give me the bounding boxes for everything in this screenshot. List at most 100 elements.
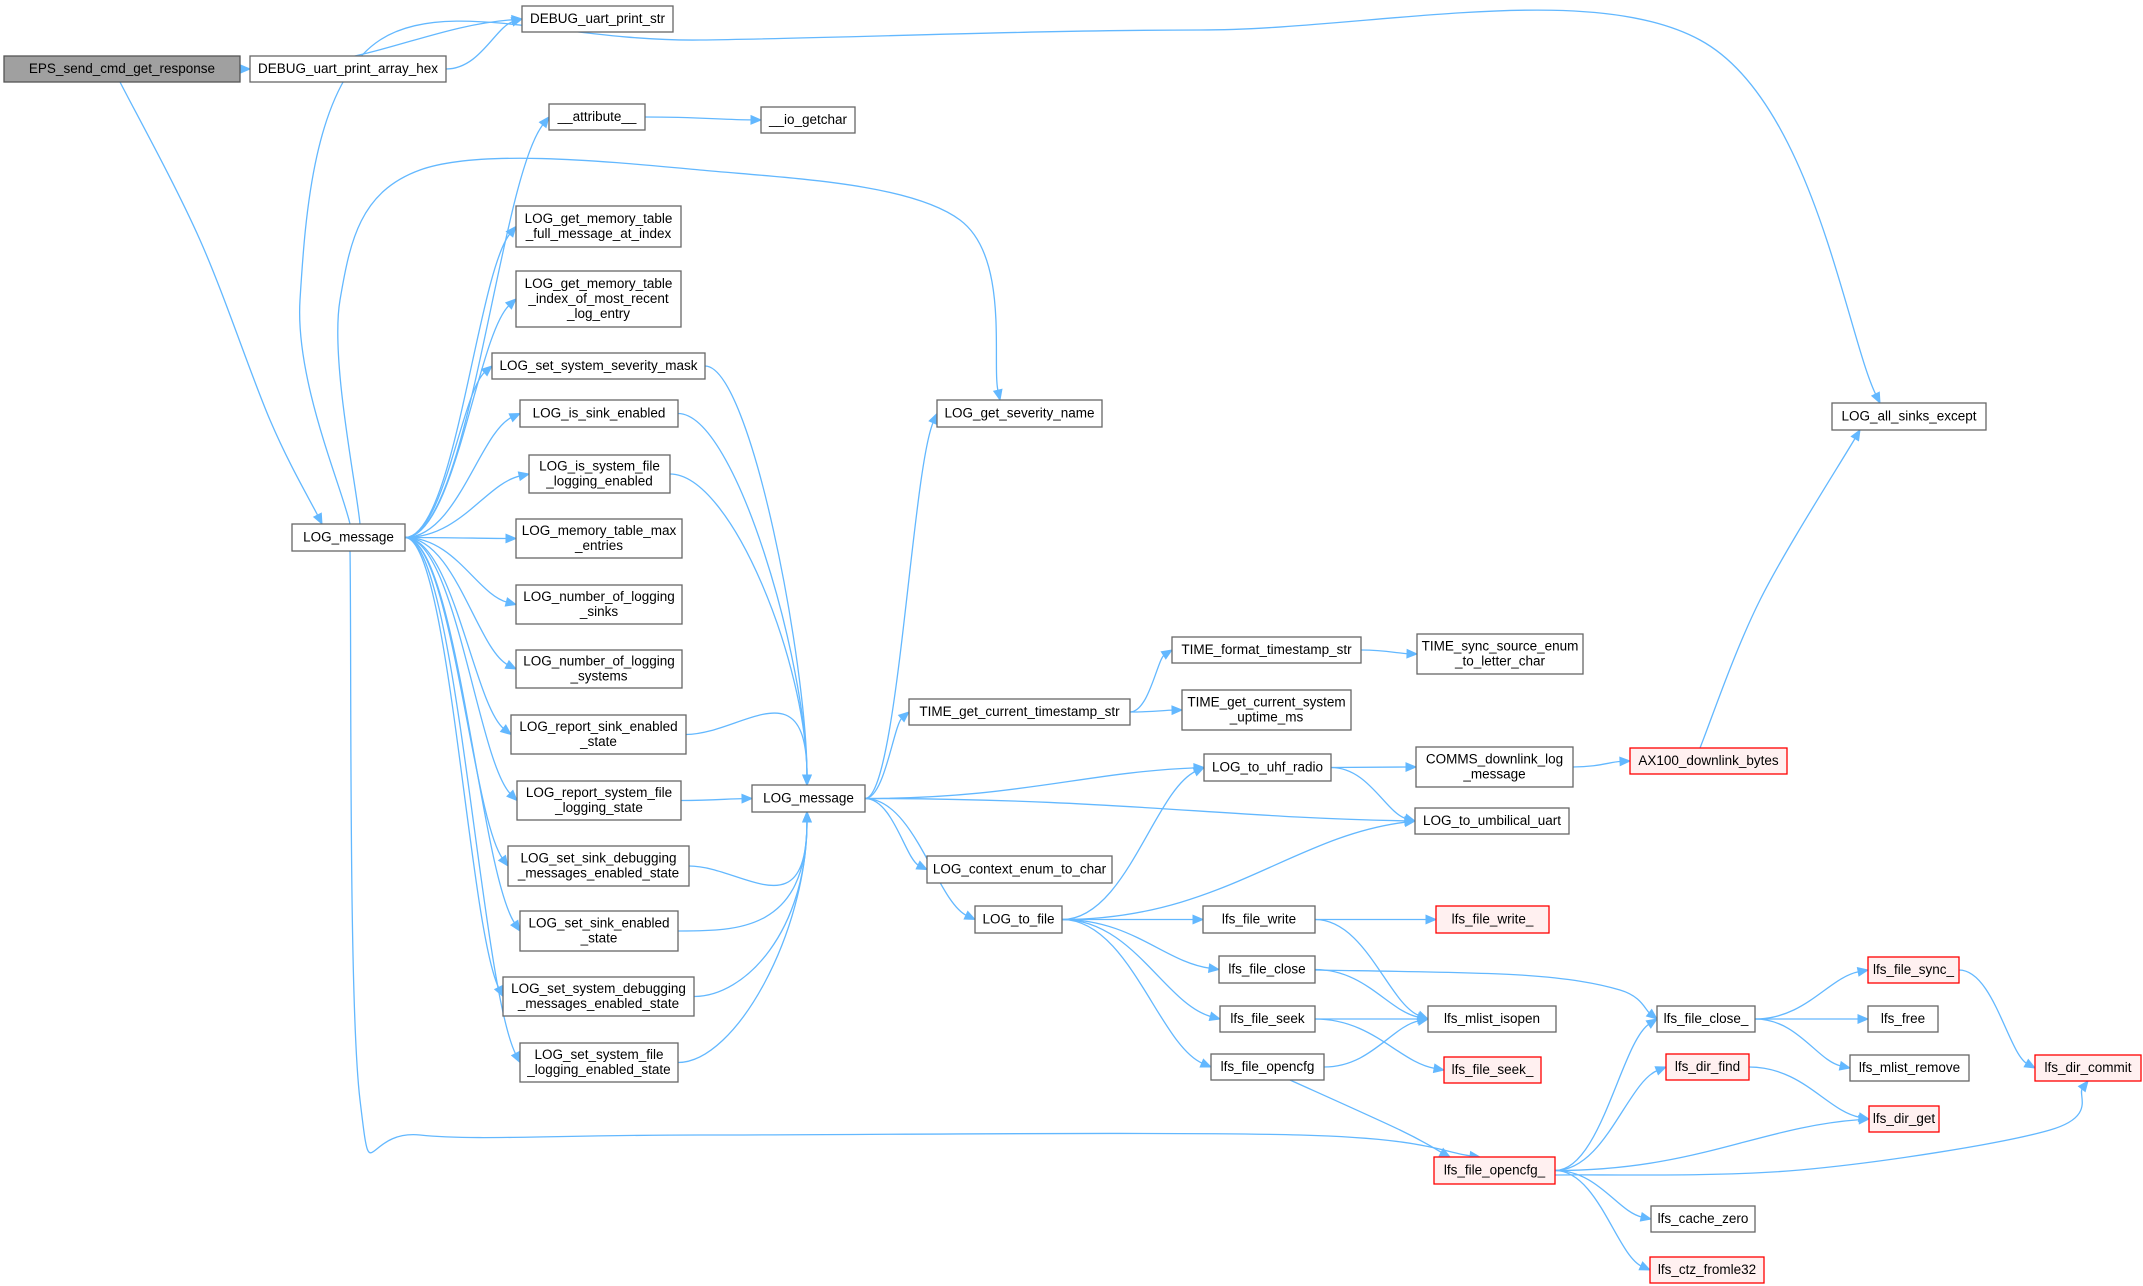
node-box[interactable] [1867,1005,1939,1033]
node-box[interactable] [1203,753,1332,782]
node-num-sinks[interactable]: LOG_number_of_logging_sinks [515,584,683,625]
node-czero[interactable]: lfs_cache_zero [1650,1205,1756,1233]
node-set-sink-en[interactable]: LOG_set_sink_enabled_state [519,910,679,952]
node-box[interactable] [291,523,406,552]
node-box[interactable] [1650,1205,1756,1233]
node-rep-sysfile[interactable]: LOG_report_system_file_logging_state [516,780,682,821]
node-dbg-array[interactable]: DEBUG_uart_print_array_hex [249,55,447,83]
node-box[interactable] [1831,402,1987,431]
node-ax100[interactable]: AX100_downlink_bytes [1629,747,1788,775]
node-box[interactable] [1649,1256,1765,1284]
node-attr[interactable]: __attribute__ [548,103,646,131]
node-box[interactable] [760,106,856,134]
node-box[interactable] [507,845,690,887]
node-box[interactable] [926,855,1113,884]
node-box[interactable] [1868,1105,1940,1133]
node-fseek[interactable]: lfs_file_seek [1219,1005,1316,1033]
node-to-file[interactable]: LOG_to_file [974,905,1063,934]
node-box[interactable] [1414,807,1570,835]
node-uhf[interactable]: LOG_to_uhf_radio [1203,753,1332,782]
node-set-sys-dbg[interactable]: LOG_set_system_debugging_messages_enable… [502,976,695,1017]
node-box[interactable] [1427,1005,1557,1033]
node-mem-idx[interactable]: LOG_get_memory_table_index_of_most_recen… [515,270,682,328]
node-box[interactable] [1181,689,1352,731]
node-box[interactable] [1656,1005,1756,1033]
node-sysfile-en[interactable]: LOG_is_system_file_logging_enabled [528,454,671,494]
node-dbg-str[interactable]: DEBUG_uart_print_str [521,5,674,33]
node-all-sinks[interactable]: LOG_all_sinks_except [1831,402,1987,431]
node-box[interactable] [1415,746,1574,788]
node-box[interactable] [515,205,682,248]
node-box[interactable] [1202,905,1316,934]
node-box[interactable] [515,518,683,559]
node-fwrite-[interactable]: lfs_file_write_ [1435,905,1550,934]
node-ctx-enum[interactable]: LOG_context_enum_to_char [926,855,1113,884]
node-lfree[interactable]: lfs_free [1867,1005,1939,1033]
node-set-sysfile[interactable]: LOG_set_system_file_logging_enabled_stat… [519,1042,679,1083]
node-box[interactable] [515,270,682,328]
node-dget[interactable]: lfs_dir_get [1868,1105,1940,1133]
node-box[interactable] [751,784,866,813]
node-box[interactable] [1629,747,1788,775]
node-set-sink-dbg[interactable]: LOG_set_sink_debugging_messages_enabled_… [507,845,690,887]
node-mremove[interactable]: lfs_mlist_remove [1849,1054,1970,1082]
node-box[interactable] [491,352,706,380]
node-box[interactable] [1210,1053,1325,1081]
node-box[interactable] [1219,1005,1316,1033]
node-box[interactable] [1867,956,1960,984]
node-ts-str[interactable]: TIME_get_current_timestamp_str [908,698,1131,726]
node-box[interactable] [1435,905,1550,934]
node-dcommit[interactable]: lfs_dir_commit [2034,1054,2142,1082]
node-logmsg2[interactable]: LOG_message [751,784,866,813]
node-comms[interactable]: COMMS_downlink_log_message [1415,746,1574,788]
node-ctz[interactable]: lfs_ctz_fromle32 [1649,1256,1765,1284]
node-box[interactable] [516,780,682,821]
node-fclose[interactable]: lfs_file_close [1218,955,1316,984]
node-getchar[interactable]: __io_getchar [760,106,856,134]
node-box[interactable] [515,584,683,625]
node-fopencfg[interactable]: lfs_file_opencfg [1210,1053,1325,1081]
node-box[interactable] [3,55,241,83]
node-box[interactable] [1218,955,1316,984]
node-box[interactable] [1849,1054,1970,1082]
node-dfind[interactable]: lfs_dir_find [1665,1053,1750,1081]
node-box[interactable] [510,714,687,755]
node-box[interactable] [2034,1054,2142,1082]
node-sync-src[interactable]: TIME_sync_source_enum_to_letter_char [1416,633,1584,675]
node-sev-mask[interactable]: LOG_set_system_severity_mask [491,352,706,380]
node-box[interactable] [528,454,671,494]
node-box[interactable] [519,399,679,428]
node-fopencfg-[interactable]: lfs_file_opencfg_ [1433,1156,1556,1185]
node-eps[interactable]: EPS_send_cmd_get_response [3,55,241,83]
node-box[interactable] [1665,1053,1750,1081]
node-box[interactable] [548,103,646,131]
node-fmt-ts[interactable]: TIME_format_timestamp_str [1171,636,1362,664]
node-box[interactable] [521,5,674,33]
node-box[interactable] [502,976,695,1017]
node-umb[interactable]: LOG_to_umbilical_uart [1414,807,1570,835]
node-logmsg1[interactable]: LOG_message [291,523,406,552]
node-box[interactable] [519,910,679,952]
node-fwrite[interactable]: lfs_file_write [1202,905,1316,934]
node-box[interactable] [974,905,1063,934]
node-num-sys[interactable]: LOG_number_of_logging_systems [515,649,683,689]
node-uptime[interactable]: TIME_get_current_system_uptime_ms [1181,689,1352,731]
node-box[interactable] [1171,636,1362,664]
node-sink-en[interactable]: LOG_is_sink_enabled [519,399,679,428]
node-box[interactable] [1443,1056,1542,1084]
node-isopen[interactable]: lfs_mlist_isopen [1427,1005,1557,1033]
node-mem-full[interactable]: LOG_get_memory_table_full_message_at_ind… [515,205,682,248]
node-sev-name[interactable]: LOG_get_severity_name [936,399,1103,428]
node-box[interactable] [1416,633,1584,675]
node-box[interactable] [936,399,1103,428]
node-box[interactable] [908,698,1131,726]
node-mem-max[interactable]: LOG_memory_table_max_entries [515,518,683,559]
node-fseek-[interactable]: lfs_file_seek_ [1443,1056,1542,1084]
node-box[interactable] [249,55,447,83]
node-fclose-[interactable]: lfs_file_close_ [1656,1005,1756,1033]
node-box[interactable] [1433,1156,1556,1185]
node-fsync-[interactable]: lfs_file_sync_ [1867,956,1960,984]
node-box[interactable] [515,649,683,689]
node-rep-sink[interactable]: LOG_report_sink_enabled_state [510,714,687,755]
node-box[interactable] [519,1042,679,1083]
